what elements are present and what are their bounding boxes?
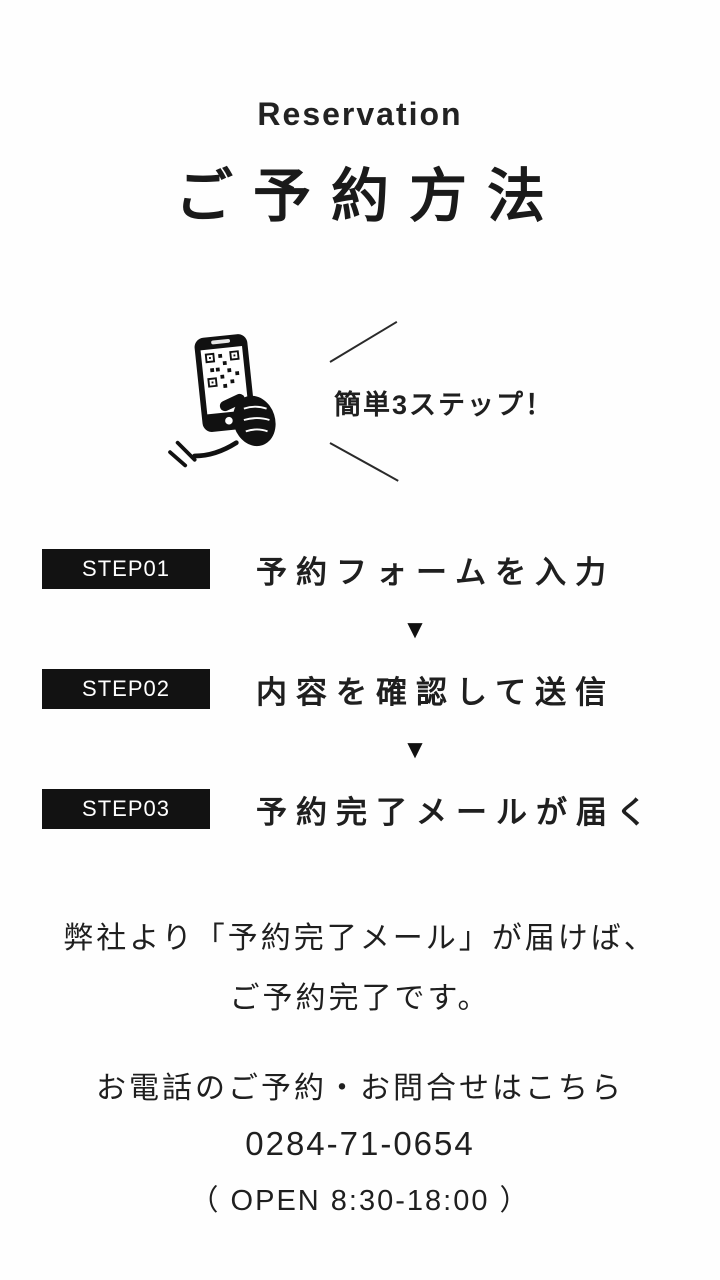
contact-section: お電話のご予約・お問合せはこちら 0284-71-0654 （ OPEN 8:3… [0, 1063, 720, 1219]
three-steps-callout: 簡単3ステップ！ [329, 320, 558, 482]
phone-number: 0284-71-0654 [245, 1125, 475, 1162]
step-label-3: 予約完了メールが届く [256, 794, 656, 830]
step-badge-1: STEP01 [42, 549, 210, 589]
callout-accent-line-bottom [329, 441, 399, 482]
page-header: Reservation ご予約方法 [0, 96, 720, 233]
step-row-3: STEP03 予約完了メールが届く [0, 789, 720, 830]
steps-section: STEP01 予約フォームを入力 ▼ STEP02 内容を確認して送信 ▼ ST… [0, 549, 720, 830]
section-subtitle-en: Reservation [257, 96, 463, 132]
step-badge-3: STEP03 [42, 789, 210, 829]
page-title: ご予約方法 [174, 164, 565, 229]
hero-section: 簡単3ステップ！ [0, 320, 720, 482]
down-arrow-icon: ▼ [402, 614, 428, 644]
callout-accent-line-top [329, 320, 398, 363]
step-badge-2: STEP02 [42, 669, 210, 709]
completion-note-line2: ご予約完了です。 [229, 982, 491, 1015]
down-arrow-icon: ▼ [402, 734, 428, 764]
completion-note-line1: 弊社より「予約完了メール」が届けば、 [63, 922, 657, 955]
contact-lead: お電話のご予約・お問合せはこちら [96, 1072, 624, 1105]
callout-text: 簡単3ステップ！ [333, 389, 555, 420]
phone-qr-hand-icon [162, 331, 286, 473]
step-label-1: 予約フォームを入力 [256, 554, 616, 590]
open-hours: （ OPEN 8:30-18:00 ） [189, 1185, 531, 1217]
step-label-2: 内容を確認して送信 [256, 674, 616, 710]
step-row-2: STEP02 内容を確認して送信 [0, 669, 720, 710]
step-row-1: STEP01 予約フォームを入力 [0, 549, 720, 590]
completion-note: 弊社より「予約完了メール」が届けば、 ご予約完了です。 [0, 909, 720, 1029]
